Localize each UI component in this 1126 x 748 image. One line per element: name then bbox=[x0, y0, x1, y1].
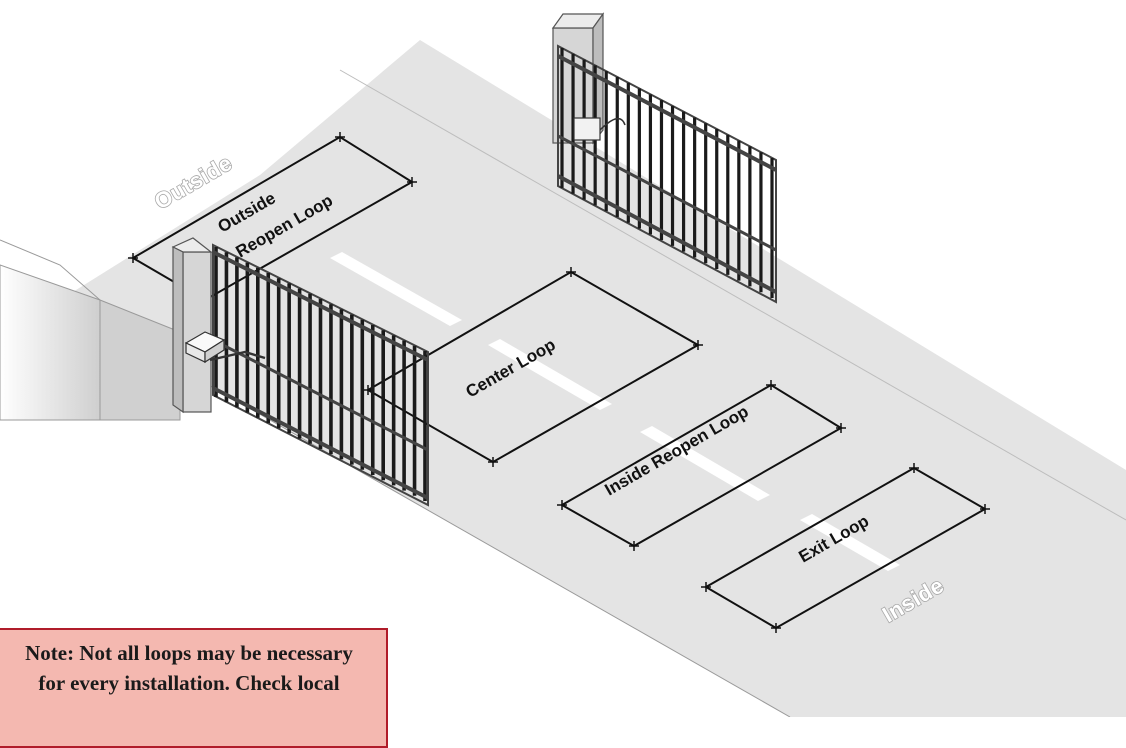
lane-markings bbox=[330, 252, 900, 571]
gate-loop-diagram: Outside Reopen Loop Center Loop Inside R… bbox=[0, 12, 1126, 717]
near-gate bbox=[171, 237, 429, 507]
note-line-2: for every installation. Check local bbox=[38, 671, 340, 695]
left-wall bbox=[0, 239, 181, 421]
loop-corner-ticks bbox=[128, 132, 990, 633]
note-line-1: Note: Not all loops may be necessary bbox=[25, 641, 353, 665]
far-gate bbox=[551, 12, 777, 304]
installation-note: Note: Not all loops may be necessary for… bbox=[0, 628, 388, 748]
gate-operator bbox=[184, 331, 266, 364]
